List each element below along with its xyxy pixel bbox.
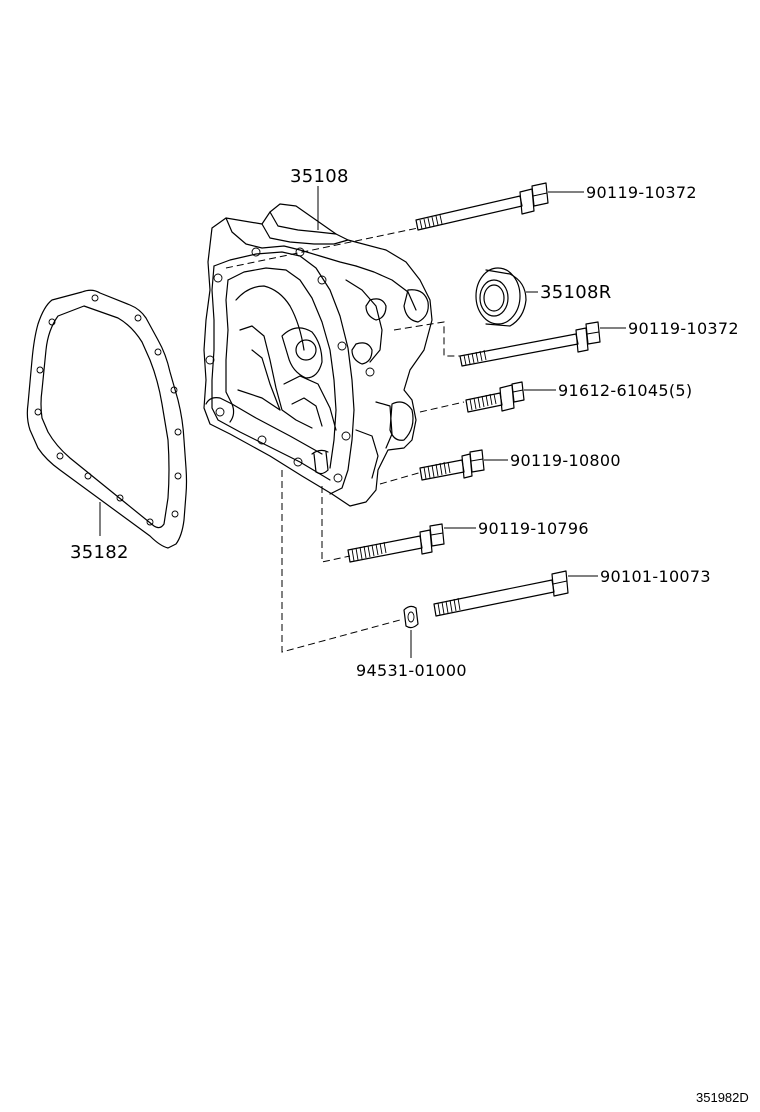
label-bolt-lower: 90119-10796 (478, 519, 589, 538)
label-stud-bolt: 91612-61045(5) (558, 381, 692, 400)
label-case: 35108 (290, 166, 349, 187)
label-oil-seal: 35108R (540, 282, 612, 303)
label-bolt-upper: 90119-10372 (586, 183, 697, 202)
stud-bolt-drawing (465, 381, 525, 413)
assembly-lines (225, 227, 465, 653)
label-bolt-short: 90119-10800 (510, 451, 621, 470)
washer-drawing (403, 605, 419, 629)
diagram-code: 351982D (696, 1090, 749, 1105)
label-bolt-long: 90101-10073 (600, 567, 711, 586)
bolt-short-drawing (419, 449, 485, 481)
label-bolt-middle: 90119-10372 (628, 319, 739, 338)
bolt-long-drawing (433, 570, 569, 617)
label-gasket: 35182 (70, 542, 129, 563)
bolt-middle-drawing (459, 321, 601, 367)
label-washer: 94531-01000 (356, 661, 467, 680)
transfer-case-drawing (203, 203, 433, 507)
bolt-lower-drawing (347, 523, 445, 563)
bolt-upper-drawing (415, 182, 549, 231)
gasket-drawing (26, 289, 188, 549)
oil-seal-drawing (475, 267, 527, 327)
